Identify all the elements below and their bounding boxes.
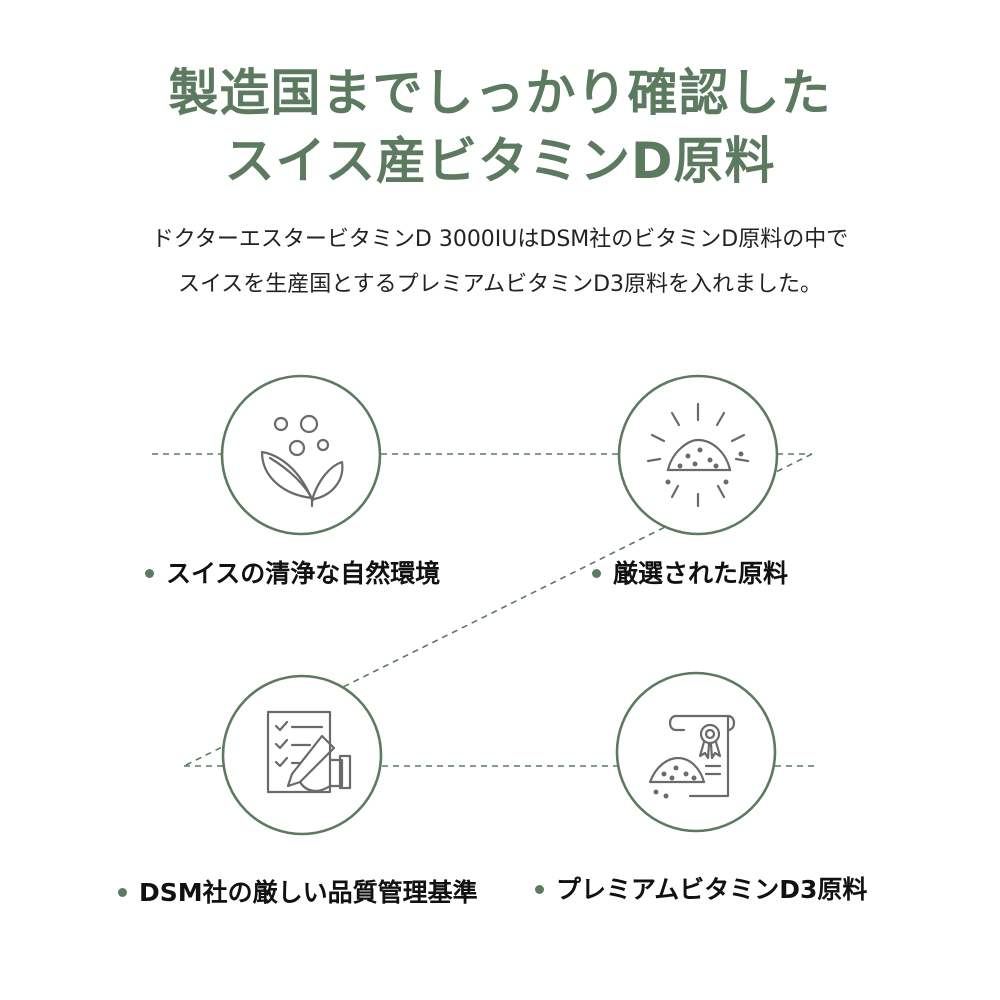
plant-leaf-icon — [260, 414, 344, 508]
icon-circle-3 — [221, 674, 383, 836]
heading-line-2: スイス産ビタミンD原料 — [224, 132, 776, 190]
checklist-signing-icon — [266, 710, 352, 794]
description-line-1: ドクターエスタービタミンD 3000IUはDSM社のビタミンD原料の中で — [151, 227, 849, 252]
icon-circle-4 — [615, 671, 777, 833]
feature-item-3: DSM社の厳しい品質管理基準 — [118, 876, 478, 910]
feature-label: DSM社の厳しい品質管理基準 — [139, 878, 478, 907]
bullet-dot — [592, 568, 601, 578]
bullet-dot — [118, 887, 127, 897]
feature-label: プレミアムビタミンD3原料 — [556, 875, 868, 904]
feature-item-2: 厳選された原料 — [592, 557, 788, 591]
feature-item-1: スイスの清浄な自然環境 — [145, 557, 440, 591]
powder-pile-icon — [646, 402, 750, 508]
certificate-powder-icon — [648, 714, 736, 799]
bullet-dot — [145, 568, 154, 578]
bullet-dot — [535, 884, 544, 894]
feature-label: スイスの清浄な自然環境 — [166, 559, 441, 588]
feature-item-4: プレミアムビタミンD3原料 — [535, 873, 867, 907]
feature-label: 厳選された原料 — [613, 559, 789, 588]
heading-line-1: 製造国までしっかり確認した — [168, 64, 832, 122]
description-line-2: スイスを生産国とするプレミアムビタミンD3原料を入れました。 — [177, 272, 823, 297]
